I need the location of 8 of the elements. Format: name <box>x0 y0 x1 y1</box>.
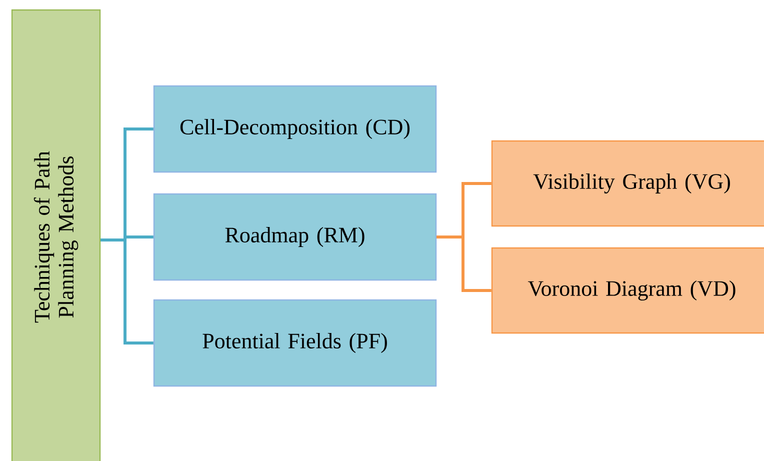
method-box: Potential Fields (PF) <box>153 299 437 387</box>
submethod-box: Visibility Graph (VG) <box>491 140 764 227</box>
method-box: Cell-Decomposition (CD) <box>153 85 437 173</box>
category-box: Techniques of Path Planning Methods <box>11 9 101 461</box>
method-box: Roadmap (RM) <box>153 193 437 281</box>
submethod-box: Voronoi Diagram (VD) <box>491 247 764 334</box>
connector <box>100 238 154 344</box>
connector <box>436 236 492 292</box>
